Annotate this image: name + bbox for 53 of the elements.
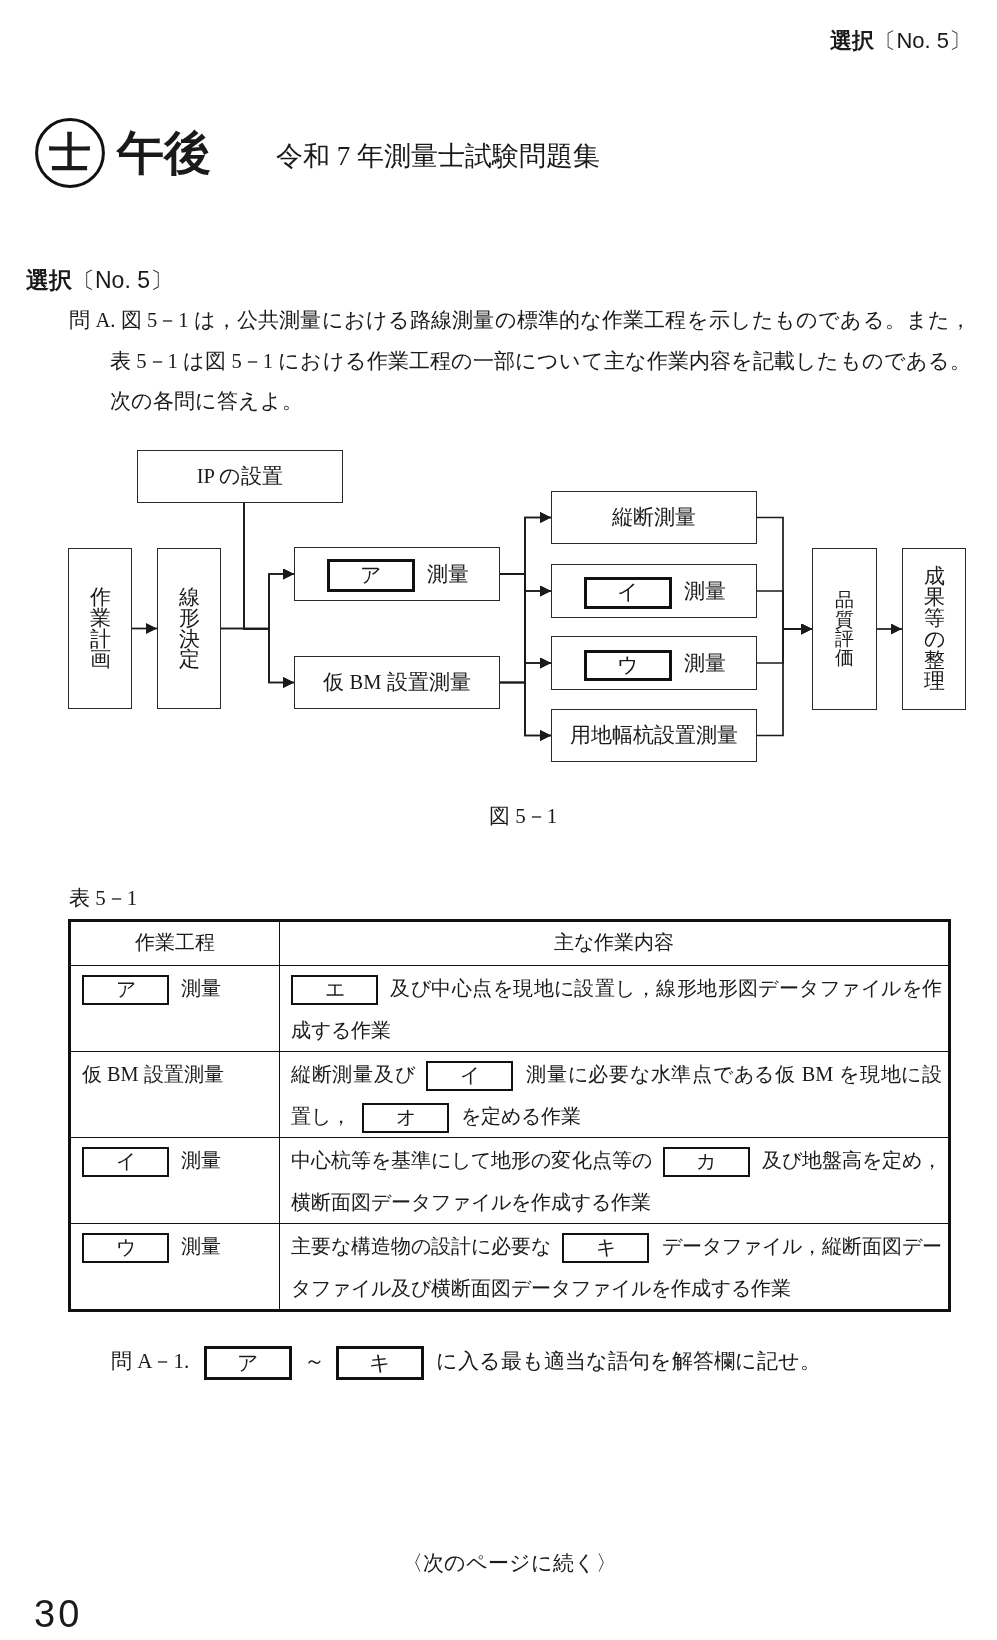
- answer-box: ア: [326, 558, 415, 592]
- answer-box: キ: [336, 1346, 425, 1381]
- process-box: 作業計画: [68, 548, 132, 709]
- task-description: 主要な構造物の設計に必要な キ データファイル，縦断面図データファイル及び横断面図データファイルを作成する作業: [290, 1232, 943, 1301]
- section-heading: 選択〔No. 5〕: [26, 266, 173, 295]
- task-description: 縦断測量及び イ 測量に必要な水準点である仮 BM を現地に設置し， オ を定める作業: [280, 1052, 948, 1137]
- task-description: エ 及び中心点を現地に設置し，線形地形図データファイルを作成する作業: [290, 974, 943, 1043]
- page-number: 30: [34, 1594, 83, 1634]
- process-name: ア 測量: [71, 966, 227, 1009]
- answer-box: オ: [362, 1103, 449, 1134]
- session-heading: 午後: [117, 128, 211, 178]
- process-box: 仮 BM 設置測量: [294, 656, 500, 709]
- column-header: 主な作業内容: [554, 930, 674, 955]
- arrow: [756, 623, 813, 737]
- process-name: 仮 BM 設置測量: [81, 1062, 225, 1087]
- answer-box: エ: [291, 975, 378, 1006]
- column-header: 作業工程: [135, 930, 215, 955]
- process-box: 用地幅杭設置測量: [551, 709, 757, 762]
- task-description: 中心杭等を基準にして地形の変化点等の カ 及び地盤高を定め，横断面図データファイルを作成する作業: [290, 1146, 943, 1215]
- question-text: 問 A－1. ア ～ キ に入る最も適当な語句を解答欄に記せ。: [111, 1342, 822, 1381]
- process-name: イ 測量: [71, 1138, 227, 1181]
- answer-box: イ: [426, 1061, 514, 1092]
- figure-caption: 図 5－1: [489, 803, 558, 830]
- process-box: 品質評価: [812, 548, 877, 710]
- answer-box: カ: [662, 1147, 750, 1178]
- process-box: [551, 636, 757, 690]
- arrow: [499, 681, 552, 741]
- process-box: IP の設置: [137, 450, 343, 503]
- process-box: 成果等の整理: [902, 548, 966, 710]
- arrow: [876, 623, 903, 635]
- arrow: [243, 502, 295, 688]
- table-caption: 表 5－1: [69, 885, 138, 912]
- answer-box: イ: [583, 576, 672, 609]
- answer-box: ア: [82, 975, 169, 1006]
- process-box: 縦断測量: [551, 491, 757, 544]
- process-box: 線形決定: [157, 548, 221, 709]
- process-name: ウ 測量: [71, 1224, 227, 1267]
- process-box: [294, 547, 500, 601]
- process-label: 測量: [427, 562, 469, 586]
- book-title: 令和 7 年測量士試験問題集: [276, 140, 600, 173]
- answer-box: イ: [82, 1147, 169, 1178]
- answer-box: ア: [204, 1346, 293, 1381]
- section-label: 選択〔No. 5〕: [830, 27, 971, 55]
- answer-box: ウ: [82, 1233, 169, 1264]
- question-text: 問 A. 図 5－1 は，公共測量における路線測量の標準的な作業工程を示したものである。また，表 5－1 は図 5－1 における作業工程の一部について主な作業内容を記載したものである。次の各問に答えよ。: [69, 308, 971, 414]
- arrow: [131, 623, 158, 634]
- answer-box: ウ: [583, 649, 672, 681]
- continuation-note: 〈次のページに続く〉: [402, 1550, 617, 1576]
- process-box: [551, 564, 757, 618]
- circled-character: 士: [35, 118, 105, 188]
- process-label: 測量: [684, 651, 726, 675]
- process-label: 測量: [684, 579, 726, 603]
- answer-box: キ: [562, 1233, 650, 1264]
